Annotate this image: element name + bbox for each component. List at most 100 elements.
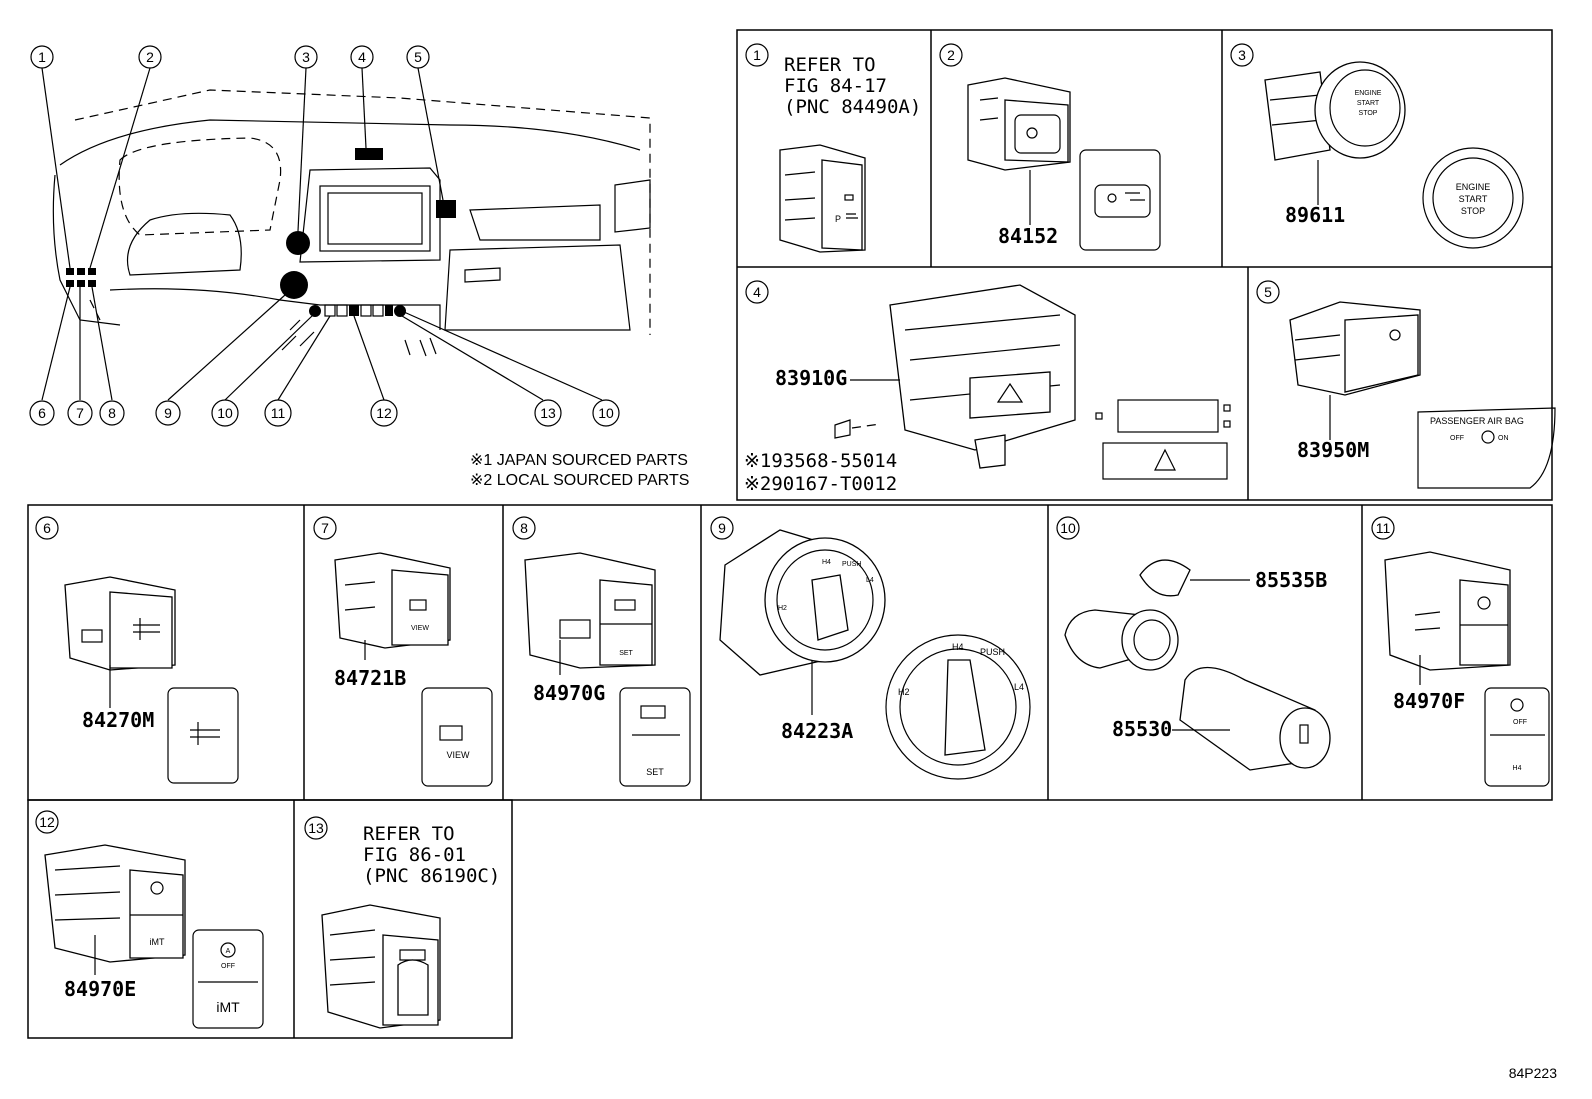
refer-fig-text-13: FIG 86-01 <box>363 844 466 866</box>
four-wheel-drive-dial-drawing: H4 PUSH L4 H2 <box>719 529 886 676</box>
imt-icon-detail: A OFF iMT <box>192 929 264 1029</box>
callout-circle: 9 <box>155 400 181 426</box>
svg-text:11: 11 <box>271 405 286 421</box>
svg-text:8: 8 <box>520 520 528 536</box>
hazard-switch-panel-drawing <box>834 284 1076 469</box>
panel-13: 13 REFER TO FIG 86-01 (PNC 86190C) <box>304 816 500 1029</box>
rear-defogger-switch-drawing <box>64 576 176 671</box>
svg-text:H2: H2 <box>898 687 910 697</box>
rear-defogger-icon-detail <box>167 687 239 784</box>
callout-circle: 2 <box>138 45 162 69</box>
part-number-84270M: 84270M <box>82 708 154 732</box>
panel-11: 11 84970F OFF H4 <box>1371 516 1550 787</box>
suspension-set-icon-detail: SET <box>619 687 691 787</box>
callout-circle: 4 <box>350 45 374 69</box>
imt-switch-drawing: iMT <box>44 844 186 963</box>
svg-text:2: 2 <box>947 47 955 63</box>
part-number-85535B: 85535B <box>1255 568 1327 592</box>
svg-text:iMT: iMT <box>150 937 165 947</box>
svg-text:STOP: STOP <box>1461 206 1485 216</box>
svg-text:3: 3 <box>302 49 310 65</box>
callout-circle: 10 <box>211 399 239 427</box>
refer-to-text: REFER TO <box>784 54 876 76</box>
airbag-indicator-label: PASSENGER AIR BAG OFF ON <box>1417 407 1556 489</box>
top-right-grid <box>736 29 1553 501</box>
part-number-84721B: 84721B <box>334 666 406 690</box>
callout-circle: 1 <box>30 45 54 69</box>
panel-5: 5 83950M PASSENGER AIR BAG OFF ON <box>1256 280 1556 489</box>
camera-view-switch-drawing: VIEW <box>334 552 451 649</box>
svg-text:START: START <box>1459 194 1488 204</box>
svg-text:9: 9 <box>718 520 726 536</box>
svg-text:1: 1 <box>38 49 46 65</box>
svg-text:5: 5 <box>1264 284 1272 300</box>
middle-row-grid <box>27 504 1553 801</box>
svg-text:6: 6 <box>43 520 51 536</box>
svg-text:PUSH: PUSH <box>842 561 861 568</box>
svg-text:P: P <box>835 214 841 224</box>
svg-text:2: 2 <box>146 49 154 65</box>
svg-text:H2: H2 <box>778 605 787 612</box>
panel-3: 3 ENGINE START STOP 89611 ENGINE START S… <box>1230 43 1524 249</box>
traction-control-icon-detail: OFF H4 <box>1484 687 1550 787</box>
svg-text:PUSH: PUSH <box>980 647 1005 657</box>
camera-view-icon-detail: VIEW <box>421 687 493 787</box>
callout-circle: 8 <box>99 400 125 426</box>
svg-text:OFF: OFF <box>1450 435 1464 442</box>
svg-text:H4: H4 <box>822 559 831 566</box>
panel-2: 2 84152 <box>939 43 1161 251</box>
part-number-89611: 89611 <box>1285 203 1345 227</box>
svg-text:13: 13 <box>540 405 556 421</box>
svg-text:10: 10 <box>217 405 233 421</box>
traction-control-switch-drawing <box>1384 551 1511 671</box>
panel-6: 6 84270M <box>35 516 239 784</box>
svg-text:A: A <box>226 948 231 955</box>
svg-text:7: 7 <box>76 405 84 421</box>
svg-text:PASSENGER AIR BAG: PASSENGER AIR BAG <box>1430 416 1524 426</box>
callout-circle: 6 <box>29 400 55 426</box>
svg-text:L4: L4 <box>866 577 874 584</box>
subpart-number-1: ※193568-55014 <box>744 450 897 472</box>
svg-text:6: 6 <box>38 405 46 421</box>
refer-fig-text: FIG 84-17 <box>784 75 887 97</box>
panel-8: 8 SET 84970G SET <box>512 516 691 787</box>
svg-text:13: 13 <box>308 820 324 836</box>
part-number-84152: 84152 <box>998 224 1058 248</box>
part-number-83950M: 83950M <box>1297 438 1369 462</box>
panel-12: 12 iMT 84970E A OFF iMT <box>35 810 264 1029</box>
svg-text:H4: H4 <box>952 642 964 652</box>
svg-text:7: 7 <box>321 520 329 536</box>
callout-circle: 13 <box>534 399 562 427</box>
callout-circle: 11 <box>264 399 292 427</box>
diagram-code: 84P223 <box>1509 1065 1557 1081</box>
svg-text:START: START <box>1357 100 1380 107</box>
svg-text:5: 5 <box>414 49 422 65</box>
dashboard-overview: 1 2 3 4 5 6 7 8 9 10 11 12 13 10 ※1 JAPA… <box>29 45 689 489</box>
engine-start-button-face: ENGINE START STOP <box>1422 147 1524 249</box>
svg-text:OFF: OFF <box>1513 719 1527 726</box>
callout-circle: 3 <box>294 45 318 69</box>
svg-text:ENGINE: ENGINE <box>1355 90 1382 97</box>
refer-to-text-13: REFER TO <box>363 823 455 845</box>
bottom-row-grid <box>27 799 513 1039</box>
power-outlet-drawing <box>1064 559 1331 771</box>
part-number-84970F: 84970F <box>1393 689 1465 713</box>
hazard-switch-detail <box>1095 399 1231 480</box>
note-local-sourced: ※2 LOCAL SOURCED PARTS <box>470 472 689 489</box>
svg-text:OFF: OFF <box>221 963 235 970</box>
callout-circle: 7 <box>67 400 93 426</box>
part-number-84970E: 84970E <box>64 977 136 1001</box>
headlight-leveling-icon-detail <box>1079 149 1161 251</box>
usb-port-drawing <box>321 904 441 1029</box>
svg-text:12: 12 <box>376 405 392 421</box>
svg-text:SET: SET <box>646 767 664 777</box>
svg-text:VIEW: VIEW <box>411 625 429 632</box>
svg-text:1: 1 <box>753 47 761 63</box>
svg-text:4: 4 <box>358 49 366 65</box>
part-number-84970G: 84970G <box>533 681 605 705</box>
panel-4: 4 83910G ※193568-55014 ※290167-T0012 <box>744 280 1231 495</box>
svg-text:4: 4 <box>753 284 761 300</box>
note-japan-sourced: ※1 JAPAN SOURCED PARTS <box>470 452 688 469</box>
